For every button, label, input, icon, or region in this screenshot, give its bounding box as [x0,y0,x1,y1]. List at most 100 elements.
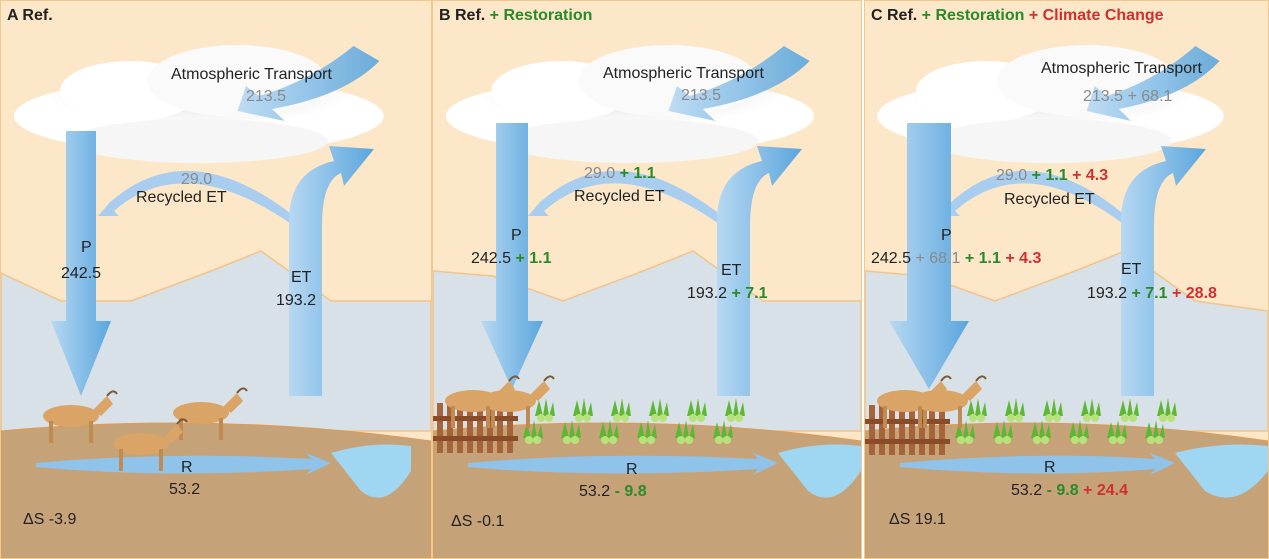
et-value: 193.2 + 7.1 [687,285,768,303]
et-value: 193.2 [276,292,316,310]
value-segment: 242.5 [471,250,512,267]
pond [1175,444,1268,498]
value-segment: 53.2 [1011,482,1043,499]
value-segment: + 1.1 [1027,167,1068,184]
recycled-et-value: 29.0 + 1.1 [584,165,656,183]
value-segment: - 9.8 [610,483,647,500]
et-label: ET [291,269,312,286]
value-segment: C Ref. [871,7,918,24]
precipitation-label: P [941,227,952,244]
grass-icon [675,420,695,444]
grass-icon [1043,398,1063,422]
grass-icon [1031,420,1051,444]
value-segment: 29.0 [584,165,616,182]
fence-icon [865,405,950,455]
value-segment: + 1.1 [960,250,1001,267]
grass-icon [713,420,733,444]
storage-change-value: ΔS 19.1 [889,511,946,528]
recycled-et-arrow [528,170,722,226]
runoff-label: R [181,459,193,476]
grass-icon [523,420,543,444]
precipitation-label: P [81,239,92,256]
atmospheric-transport-arrow [668,46,810,121]
goat-icon [173,387,248,440]
pond [778,444,861,498]
atmospheric-transport-value: 213.5 + 68.1 [1083,88,1172,106]
value-segment: 213.5 [681,87,722,104]
scene [433,45,861,558]
value-segment: + 28.8 [1167,285,1217,302]
grass-icon [1157,398,1177,422]
value-segment: B Ref. [439,7,486,24]
goat-icon [43,390,118,443]
runoff-value: 53.2 - 9.8 [579,483,647,501]
value-segment: + 4.3 [1067,167,1109,184]
runoff-label: R [626,461,638,478]
recycled-et-arrow [98,170,294,226]
goat-icon [480,375,555,428]
scene [865,45,1268,558]
atmospheric-transport-value: 213.5 [681,87,721,105]
grass-icon [1107,420,1127,444]
precipitation-arrow [51,131,111,396]
value-segment: + 68.1 [911,250,961,267]
value-segment: 242.5 [871,250,912,267]
et-arrow [717,146,802,396]
value-segment: + Restoration [485,7,593,24]
et-arrow [1121,146,1206,396]
grass-icon [611,398,631,422]
grass-icon [561,420,581,444]
pond [331,444,411,498]
grass-icon [637,420,657,444]
runoff-label: R [1044,459,1056,476]
value-segment: 193.2 [1087,285,1128,302]
precipitation-arrow [889,123,969,389]
runoff-arrow [468,453,778,475]
grass-icon [1081,398,1101,422]
precipitation-arrow [481,123,543,389]
value-segment: - 9.8 [1042,482,1079,499]
runoff-arrow [36,453,331,475]
value-segment: 242.5 [61,265,102,282]
grass-icon [649,398,669,422]
value-segment: + 1.1 [615,165,656,182]
et-label: ET [1121,261,1142,278]
grass-icon [599,420,619,444]
panel-title: C Ref. + Restoration + Climate Change [871,7,1164,25]
recycled-et-label: Recycled ET [136,189,227,206]
storage-change-value: ΔS -3.9 [23,511,77,528]
panel-title: A Ref. [7,7,53,25]
atmospheric-transport-label: Atmospheric Transport [1041,60,1202,77]
value-segment: 213.5 + 68.1 [1083,88,1173,105]
value-segment: + 4.3 [1000,250,1042,267]
value-segment: 53.2 [169,481,201,498]
grass-icon [725,398,745,422]
value-segment: 29.0 [181,171,213,188]
grass-icon [573,398,593,422]
precipitation-label: P [511,227,522,244]
grass-icon [1119,398,1139,422]
value-segment: 53.2 [579,483,611,500]
goat-icon [912,375,987,428]
value-segment: + Climate Change [1024,7,1164,24]
atmospheric-transport-label: Atmospheric Transport [171,66,332,83]
value-segment: + 1.1 [511,250,552,267]
goat-icon [113,418,188,471]
recycled-et-value: 29.0 [181,171,212,189]
atmospheric-transport-arrow [1086,46,1220,121]
recycled-et-label: Recycled ET [1004,191,1095,208]
grass-icon [687,398,707,422]
et-arrow [289,146,374,396]
et-label: ET [721,262,742,279]
value-segment: 213.5 [246,88,287,105]
ground [865,422,1268,558]
recycled-et-arrow [939,170,1126,226]
recycled-et-label: Recycled ET [574,188,665,205]
value-segment: A Ref. [7,7,53,24]
runoff-value: 53.2 - 9.8 + 24.4 [1011,482,1128,500]
atmospheric-transport-value: 213.5 [246,88,286,106]
precipitation-value: 242.5 + 1.1 [471,250,552,268]
runoff-value: 53.2 [169,481,200,499]
